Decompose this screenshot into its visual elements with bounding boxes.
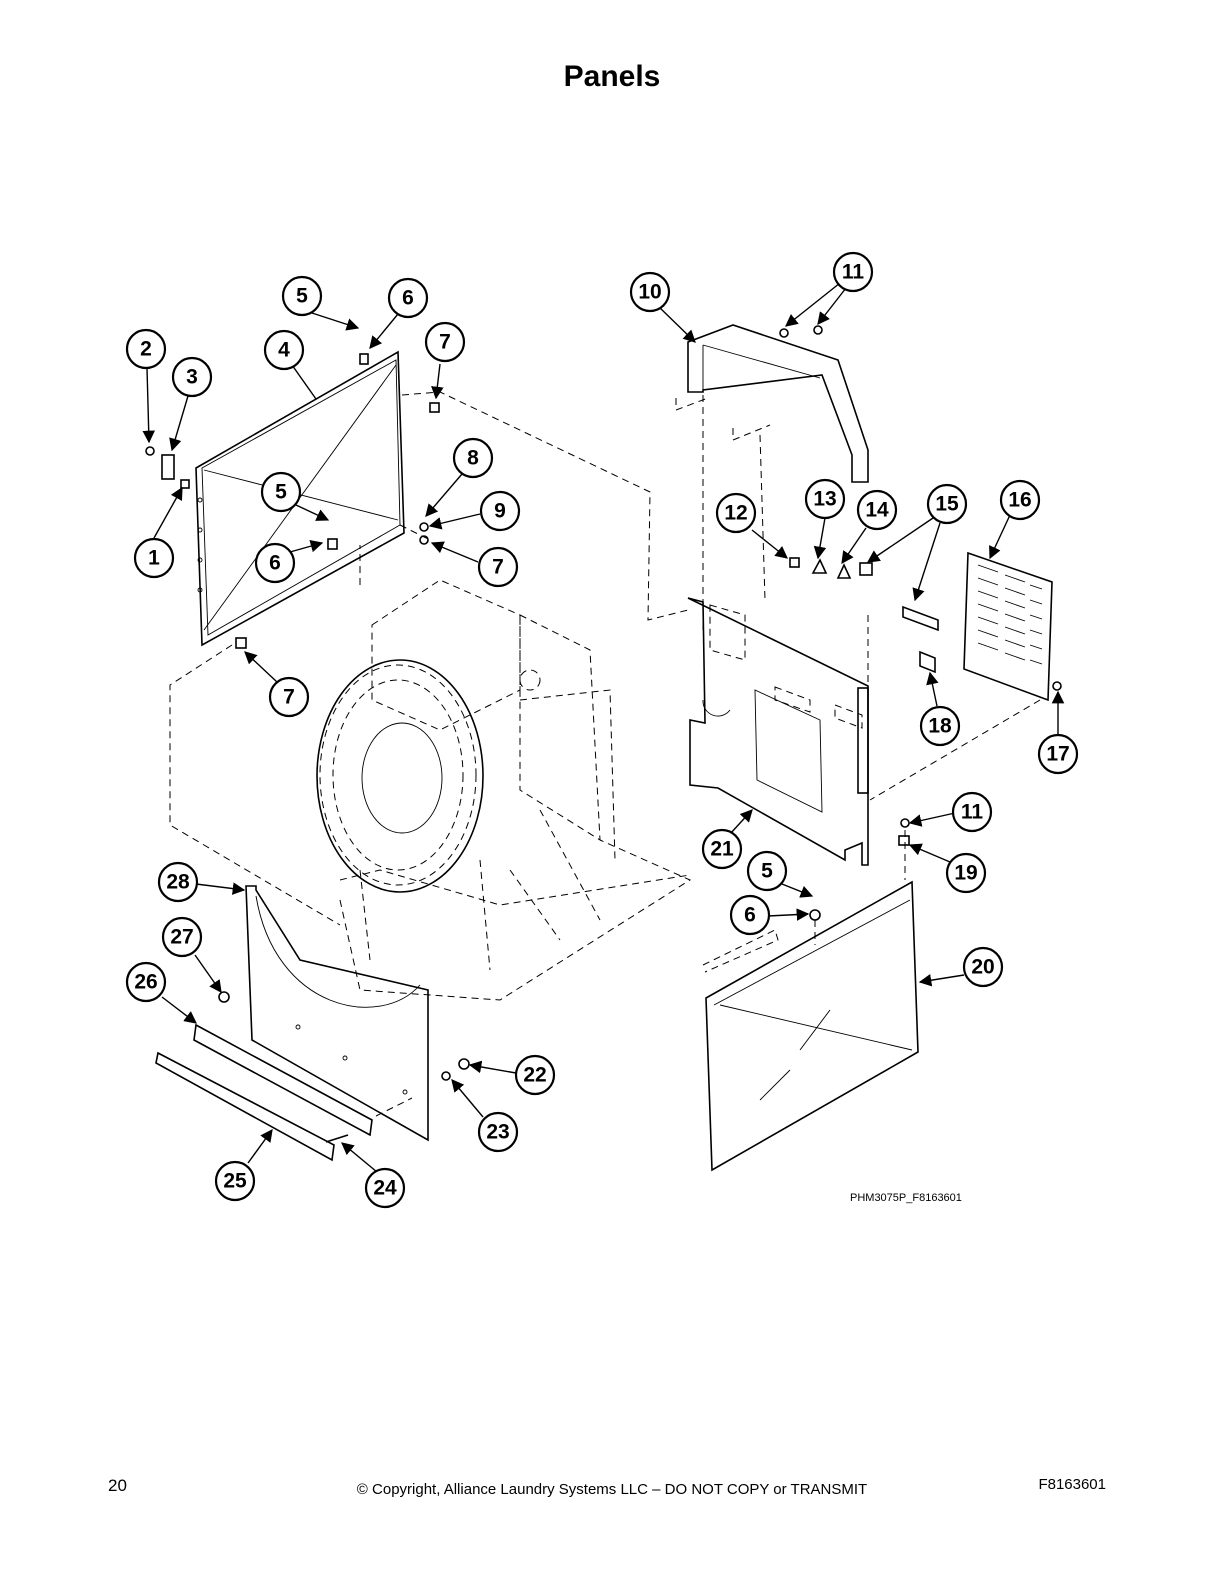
svg-text:8: 8 (467, 447, 479, 470)
page-title: Panels (563, 60, 661, 93)
svg-text:6: 6 (402, 287, 414, 310)
copyright-notice: © Copyright, Alliance Laundry Systems LL… (356, 1481, 868, 1498)
svg-text:24: 24 (373, 1177, 397, 1200)
callout-24: 24 (364, 1167, 406, 1209)
svg-text:20: 20 (971, 956, 994, 979)
callout-14: 14 (856, 489, 898, 531)
svg-text:9: 9 (494, 500, 506, 523)
svg-text:5: 5 (761, 860, 773, 883)
callout-6: 6 (729, 894, 771, 936)
callout-2: 2 (125, 328, 167, 370)
callout-6: 6 (387, 277, 429, 319)
callout-5: 5 (281, 275, 323, 317)
page-number: 20 (108, 1476, 127, 1495)
callout-6: 6 (254, 542, 296, 584)
svg-text:2: 2 (140, 338, 152, 361)
labels-12-13-14-15-18 (789, 557, 939, 674)
svg-text:6: 6 (269, 552, 281, 575)
callout-18: 18 (919, 705, 961, 747)
callout-16: 16 (999, 479, 1041, 521)
drawing-id: PHM3075P_F8163601 (850, 1192, 962, 1204)
callout-26: 26 (125, 961, 167, 1003)
callout-22: 22 (514, 1054, 556, 1096)
svg-text:7: 7 (439, 331, 451, 354)
svg-text:16: 16 (1008, 489, 1031, 512)
vent-grille-part-16 (963, 551, 1062, 702)
drum-cabinet-assembly (316, 579, 692, 1001)
callout-8: 8 (452, 437, 494, 479)
callout-5: 5 (260, 471, 302, 513)
svg-text:10: 10 (638, 281, 661, 304)
alignment-lines (169, 391, 1041, 945)
svg-text:15: 15 (935, 493, 959, 516)
callout-5: 5 (746, 850, 788, 892)
callout-11: 11 (832, 251, 874, 293)
callout-7: 7 (268, 676, 310, 718)
callout-3: 3 (171, 356, 213, 398)
fasteners-5-6-7 (235, 353, 440, 649)
svg-text:5: 5 (275, 481, 287, 504)
callout-27: 27 (161, 916, 203, 958)
lower-panel-part-28 (218, 885, 470, 1142)
svg-text:7: 7 (283, 686, 295, 709)
svg-text:13: 13 (813, 488, 836, 511)
svg-text:22: 22 (523, 1064, 546, 1087)
leader-lines (142, 282, 1065, 1173)
hinge-bracket-part-3 (145, 446, 190, 489)
document-number: F8163601 (1038, 1476, 1106, 1493)
svg-text:11: 11 (842, 261, 865, 284)
callout-13: 13 (804, 478, 846, 520)
svg-text:19: 19 (954, 862, 977, 885)
callout-20: 20 (962, 946, 1004, 988)
svg-text:23: 23 (486, 1121, 509, 1144)
top-panel-part-10 (675, 324, 869, 483)
callout-19: 19 (945, 852, 987, 894)
callout-9: 9 (479, 490, 521, 532)
svg-text:6: 6 (744, 904, 756, 927)
svg-text:1: 1 (148, 547, 160, 570)
callout-23: 23 (477, 1111, 519, 1153)
svg-text:4: 4 (278, 339, 290, 362)
svg-text:21: 21 (710, 838, 734, 861)
callout-21: 21 (701, 828, 743, 870)
callout-10: 10 (629, 271, 671, 313)
callout-15: 15 (926, 483, 968, 525)
rails-parts-24-25-26 (155, 1023, 413, 1162)
callout-12: 12 (715, 492, 757, 534)
svg-text:3: 3 (186, 366, 198, 389)
callout-25: 25 (214, 1160, 256, 1202)
callout-11: 11 (951, 791, 993, 833)
svg-text:27: 27 (170, 926, 193, 949)
svg-text:17: 17 (1046, 743, 1069, 766)
svg-text:5: 5 (296, 285, 308, 308)
svg-text:18: 18 (928, 715, 952, 738)
svg-text:7: 7 (492, 556, 504, 579)
svg-text:14: 14 (865, 499, 889, 522)
callout-bubbles: 1 2 3 4 5 6 7 5 6 8 9 7 7 10 11 12 13 14… (125, 251, 1079, 1209)
rear-panel-part-21 (687, 597, 869, 866)
callout-7: 7 (424, 321, 466, 363)
callout-4: 4 (263, 329, 305, 371)
svg-text:12: 12 (724, 502, 747, 525)
callout-1: 1 (133, 537, 175, 579)
svg-text:26: 26 (134, 971, 157, 994)
callout-28: 28 (157, 861, 199, 903)
svg-text:11: 11 (961, 801, 984, 824)
svg-text:28: 28 (166, 871, 190, 894)
side-panel-part-20 (702, 818, 919, 1172)
callout-7: 7 (477, 546, 519, 588)
callout-17: 17 (1037, 733, 1079, 775)
svg-text:25: 25 (223, 1170, 247, 1193)
